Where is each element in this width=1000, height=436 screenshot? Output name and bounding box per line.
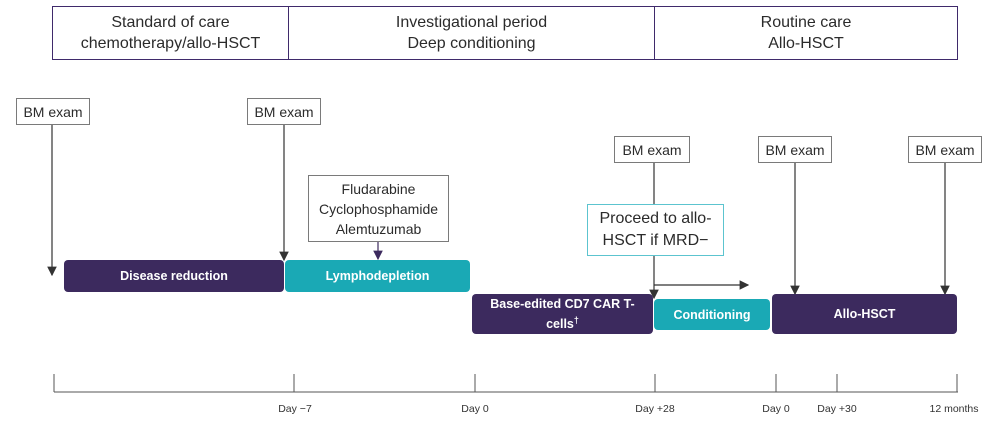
drug-alemtuzumab: Alemtuzumab — [335, 220, 422, 237]
drug-cyclophosphamide: Cyclophosphamide — [318, 200, 439, 217]
disease-reduction-bar: Disease reduction — [64, 260, 284, 292]
phase-subtitle: Allo-HSCT — [768, 35, 844, 52]
proceed-line-1: Proceed to allo- — [599, 210, 712, 227]
phase-routine-care: Routine care Allo-HSCT — [654, 6, 958, 60]
tick-label-day-minus-7: Day −7 — [278, 403, 312, 415]
conditioning-bar: Conditioning — [654, 299, 770, 330]
tick-label-day-plus-30: Day +30 — [817, 403, 857, 415]
tick-label-day-0: Day 0 — [461, 403, 489, 415]
phase-subtitle: Deep conditioning — [407, 35, 536, 52]
phase-investigational: Investigational period Deep conditioning — [288, 6, 655, 60]
bm-exam-box: BM exam — [16, 98, 90, 125]
tick-label-transplant-day-0: Day 0 — [762, 403, 790, 415]
car-t-line-1: Base-edited CD7 CAR T- — [490, 296, 635, 311]
proceed-line-2: HSCT if MRD− — [602, 232, 709, 249]
tick-label-day-plus-28: Day +28 — [635, 403, 675, 415]
tick-label-12-months: 12 months — [929, 403, 979, 415]
phase-standard-of-care: Standard of care chemotherapy/allo-HSCT — [52, 6, 289, 60]
bm-exam-box: BM exam — [247, 98, 321, 125]
phase-title: Routine care — [760, 14, 852, 31]
phase-title: Standard of care — [111, 14, 230, 31]
proceed-box: Proceed to allo- HSCT if MRD− — [587, 204, 724, 256]
phase-title: Investigational period — [395, 14, 548, 31]
bm-exam-box: BM exam — [758, 136, 832, 163]
drug-list-box: Fludarabine Cyclophosphamide Alemtuzumab — [308, 175, 449, 242]
phase-subtitle: chemotherapy/allo-HSCT — [80, 35, 261, 52]
dagger-footnote: † — [573, 314, 579, 325]
car-t-cells-bar: Base-edited CD7 CAR T- cells† — [472, 294, 653, 334]
lymphodepletion-bar: Lymphodepletion — [285, 260, 470, 292]
bm-exam-box: BM exam — [908, 136, 982, 163]
allo-hsct-bar: Allo-HSCT — [772, 294, 957, 334]
car-t-line-2: cells† — [546, 314, 579, 332]
drug-fludarabine: Fludarabine — [341, 180, 416, 197]
bm-exam-box: BM exam — [614, 136, 690, 163]
